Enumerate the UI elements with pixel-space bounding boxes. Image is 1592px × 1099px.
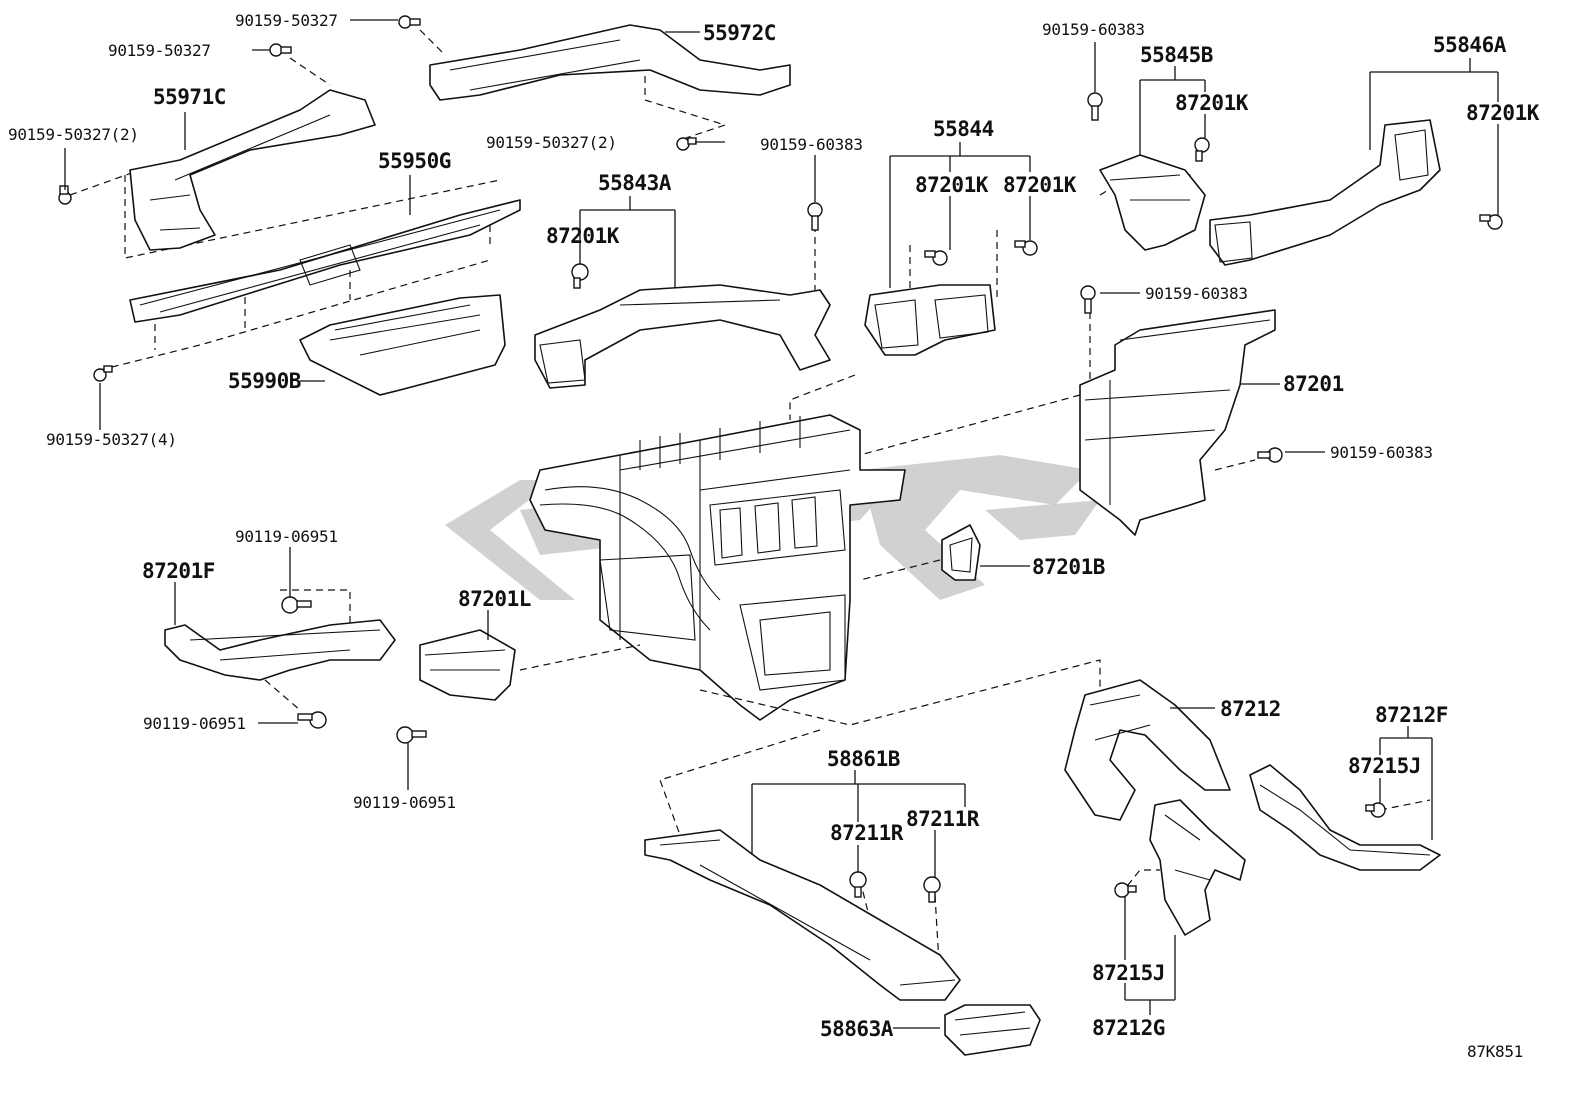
clip-icon[interactable] <box>1194 137 1210 162</box>
part-55844[interactable] <box>864 284 996 356</box>
clip-icon[interactable] <box>1114 882 1137 898</box>
label-55972c[interactable]: 55972C <box>703 21 776 45</box>
label-screw-90159-50327[interactable]: 90159-50327 <box>108 41 211 60</box>
part-87201l[interactable] <box>419 629 516 701</box>
screw-icon[interactable] <box>396 726 427 744</box>
label-87201f[interactable]: 87201F <box>142 559 215 583</box>
fasteners <box>58 15 1503 903</box>
label-87212g[interactable]: 87212G <box>1092 1016 1165 1040</box>
part-55846a[interactable] <box>1209 119 1441 266</box>
label-58861b[interactable]: 58861B <box>827 747 900 771</box>
clip-icon[interactable] <box>571 263 589 289</box>
part-87212f[interactable] <box>1249 764 1441 871</box>
label-87201k-55843a[interactable]: 87201K <box>546 224 620 248</box>
part-55950g[interactable] <box>129 199 521 323</box>
label-87215j-87212g[interactable]: 87215J <box>1092 961 1165 985</box>
label-87211r-left[interactable]: 87211R <box>830 821 904 845</box>
label-87212[interactable]: 87212 <box>1220 697 1281 721</box>
part-87201[interactable] <box>1079 309 1276 536</box>
clip-icon[interactable] <box>1365 802 1386 818</box>
part-58863a[interactable] <box>944 1004 1041 1056</box>
label-55846a[interactable]: 55846A <box>1433 33 1507 57</box>
part-55972c[interactable] <box>429 24 791 101</box>
screw-icon[interactable] <box>281 596 312 614</box>
label-55845b[interactable]: 55845B <box>1140 43 1213 67</box>
label-screw-90159-50327-2[interactable]: 90159-50327(2) <box>8 125 139 144</box>
hvac-unit-body <box>529 414 906 721</box>
label-screw-90159-50327-top[interactable]: 90159-50327 <box>235 11 338 30</box>
part-87212[interactable] <box>1064 679 1231 821</box>
label-55843a[interactable]: 55843A <box>598 171 672 195</box>
diagram-code: 87K851 <box>1467 1042 1523 1061</box>
screw-icon[interactable] <box>58 185 72 205</box>
leader-lines <box>64 19 1499 1029</box>
label-87201k-55846a[interactable]: 87201K <box>1466 101 1540 125</box>
label-55990b[interactable]: 55990B <box>228 369 301 393</box>
clip-icon[interactable] <box>923 876 941 903</box>
label-screw-90119-06951-bottom[interactable]: 90119-06951 <box>143 714 246 733</box>
label-screw-90159-60383-87201-top[interactable]: 90159-60383 <box>1145 284 1248 303</box>
label-87201k-55845b[interactable]: 87201K <box>1175 91 1249 115</box>
clip-icon[interactable] <box>1479 214 1503 230</box>
label-screw-90119-06951-87201l[interactable]: 90119-06951 <box>353 793 456 812</box>
label-screw-90159-50327-4[interactable]: 90159-50327(4) <box>46 430 177 449</box>
label-screw-90159-60383-center[interactable]: 90159-60383 <box>760 135 863 154</box>
label-87215j-87212f[interactable]: 87215J <box>1348 754 1421 778</box>
part-55990b[interactable] <box>299 294 506 396</box>
part-labels: 90159-50327 90159-50327 55972C 55971C 90… <box>8 11 1540 1061</box>
label-58863a[interactable]: 58863A <box>820 1017 894 1041</box>
part-55843a[interactable] <box>534 284 831 389</box>
label-87201k-55844-left[interactable]: 87201K <box>915 173 989 197</box>
screw-icon[interactable] <box>297 711 327 729</box>
part-87201b[interactable] <box>941 524 981 581</box>
label-55971c[interactable]: 55971C <box>153 85 226 109</box>
screw-icon[interactable] <box>269 43 292 57</box>
screw-icon[interactable] <box>93 365 113 382</box>
part-58861b[interactable] <box>644 829 961 1001</box>
part-87201f[interactable] <box>164 619 396 681</box>
screw-icon[interactable] <box>1080 285 1096 314</box>
label-55844[interactable]: 55844 <box>933 117 994 141</box>
label-87201l[interactable]: 87201L <box>458 587 531 611</box>
label-87201b[interactable]: 87201B <box>1032 555 1105 579</box>
screw-icon[interactable] <box>807 202 823 231</box>
screw-icon[interactable] <box>1257 447 1283 463</box>
part-55845b[interactable] <box>1099 154 1206 251</box>
clip-icon[interactable] <box>924 250 948 266</box>
part-87212g[interactable] <box>1149 799 1246 936</box>
part-55971c[interactable] <box>129 89 376 251</box>
label-screw-90159-60383-87201-right[interactable]: 90159-60383 <box>1330 443 1433 462</box>
screw-icon[interactable] <box>676 137 697 151</box>
screw-icon[interactable] <box>1087 92 1103 121</box>
label-87211r-right[interactable]: 87211R <box>906 807 980 831</box>
label-87212f[interactable]: 87212F <box>1375 703 1448 727</box>
label-87201k-55844-right[interactable]: 87201K <box>1003 173 1077 197</box>
label-screw-90159-50327-2-lower[interactable]: 90159-50327(2) <box>486 133 617 152</box>
label-screw-90119-06951-top[interactable]: 90119-06951 <box>235 527 338 546</box>
label-screw-90159-60383-55845b[interactable]: 90159-60383 <box>1042 20 1145 39</box>
label-87201[interactable]: 87201 <box>1283 372 1344 396</box>
clip-icon[interactable] <box>1014 240 1038 256</box>
screw-icon[interactable] <box>398 15 421 29</box>
label-55950g[interactable]: 55950G <box>378 149 451 173</box>
